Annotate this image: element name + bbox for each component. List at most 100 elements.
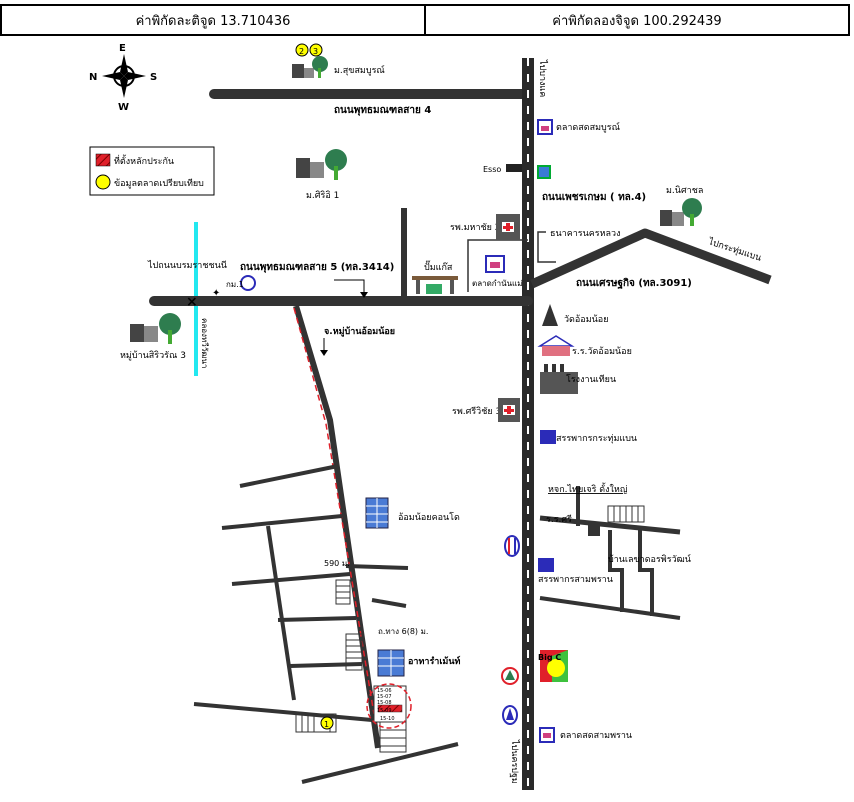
side-road	[301, 742, 459, 784]
side-road	[371, 598, 407, 608]
revenue-office-icon	[540, 430, 556, 444]
market-icon	[485, 255, 505, 273]
legend-collateral-label: ที่ตั้งหลักประกัน	[114, 154, 174, 167]
place-college: หจก.ไทยเจริ ดั้งใหญ่	[548, 482, 628, 495]
hospital-icon	[496, 214, 520, 240]
side-road	[539, 515, 681, 535]
lot-number: 15-10	[380, 716, 395, 722]
phetkasem-shield-icon	[537, 165, 551, 179]
housing-icon	[296, 149, 347, 180]
bank-icon	[501, 667, 519, 685]
place-wat-om-noi: วัดอ้อมน้อย	[564, 314, 608, 325]
longitude-label: ค่าพิกัดลองจิจูด 100.292439	[424, 6, 848, 34]
road-to-borommaratchachonnani: ไปถนนบรมราชชนนี	[147, 260, 227, 271]
comparison-marker-label: 2	[299, 47, 304, 56]
side-road	[345, 564, 409, 570]
place-market-samphran: ตลาดสดสามพราน	[560, 731, 632, 741]
collateral-highlight-circle	[366, 683, 412, 729]
road-soi-mooban-label: จ.หมู่บ้านอ้อมน้อย	[324, 326, 395, 337]
road-setthakit-label: ถนนเศรษฐกิจ (ทล.3091)	[576, 277, 692, 289]
coordinate-bar: ค่าพิกัดละติจูด 13.710436 ค่าพิกัดลองจิจ…	[0, 4, 850, 36]
gas-station-icon	[506, 164, 522, 172]
side-road	[277, 616, 357, 622]
road-to-nakhon-pathom: ไปนครปฐม	[509, 739, 520, 784]
place-nisachol: ม.นิศาชล	[666, 185, 703, 196]
place-km1: กม.1	[226, 280, 244, 289]
hospital-icon	[498, 398, 520, 422]
legend: ที่ตั้งหลักประกัน ข้อมูลตลาดเปรียบเทียบ	[89, 146, 215, 196]
place-condo: อ้อมน้อยคอนโด	[398, 512, 460, 523]
road-soi-tha-kham-label: ถ.ทาง 6(8) ม.	[378, 627, 428, 636]
pointer-arrow	[334, 279, 365, 294]
place-apartment: อาทารำเม้นท์	[408, 655, 460, 667]
market-icon	[537, 119, 553, 135]
school-icon	[537, 335, 575, 356]
comparison-marker	[320, 716, 334, 730]
compass-north: N	[89, 72, 97, 83]
km-marker-icon: ✦	[212, 288, 220, 299]
road-setthakit	[530, 228, 772, 289]
side-road	[539, 596, 681, 620]
road-to-bang-khae: ไปบางแค	[537, 59, 548, 97]
place-bank-nakhonluang: ธนาคารนครหลวง	[550, 229, 621, 239]
comparison-marker	[309, 43, 323, 57]
revenue-office-icon	[538, 558, 554, 572]
lot-number: 15-06	[377, 688, 392, 694]
road-sign-icon	[502, 705, 518, 725]
factory-icon	[540, 364, 578, 394]
side-road	[608, 530, 624, 612]
lot-number: 15-08	[377, 700, 392, 706]
collateral-lots: 15-06 15-07 15-08 15-09 15-10	[366, 683, 412, 729]
side-road	[239, 464, 339, 488]
side-road	[221, 514, 343, 530]
road-canal-label: คลองทวีวัฒนา	[200, 318, 209, 368]
comparison-marker-label: 1	[324, 720, 329, 729]
lot-number: 15-09	[377, 708, 392, 714]
place-esso: Esso	[483, 165, 501, 174]
housing-icon	[130, 313, 181, 344]
mall-icon	[504, 535, 520, 557]
bank-pointer	[537, 231, 556, 263]
temple-icon	[542, 304, 558, 326]
compass-east: E	[119, 43, 126, 54]
place-revenue-krathum: สรรพากรกระทุ่มแบน	[556, 434, 637, 444]
pointer-arrowhead	[360, 292, 368, 298]
lot-number: 15-07	[377, 694, 392, 700]
place-factory: โรงงานเทียน	[566, 374, 616, 385]
side-road	[193, 702, 373, 722]
place-revenue-samphran: สรรพากรสามพราน	[538, 575, 613, 585]
place-hospital-mahachai2: รพ.มหาชัย 2	[450, 223, 501, 233]
legend-collateral-swatch	[95, 153, 111, 167]
route-to-property	[293, 307, 375, 715]
condo-icon	[365, 497, 389, 529]
compass-rose: E W N S	[89, 43, 157, 113]
comparison-marker-label: 3	[313, 47, 318, 56]
housing-icon	[292, 56, 328, 78]
road-sign-icon	[240, 275, 256, 291]
place-market-kamnan: ตลาดกำนันแม่	[472, 279, 523, 288]
legend-comparison-swatch	[95, 174, 111, 190]
side-road	[231, 572, 351, 586]
compass-west: W	[118, 102, 129, 113]
road-phutthamonthon-5-label: ถนนพุทธมณฑลสาย 5 (ทล.3414)	[240, 262, 394, 273]
place-rest-label: ร.ร.ศรี	[546, 514, 572, 525]
house-row	[295, 505, 645, 753]
gas-station-icon	[412, 276, 458, 294]
apartment-icon	[377, 649, 405, 677]
place-market-suchonburi: ตลาดสดสมบูรณ์	[556, 121, 620, 133]
place-gas-station: ปั๊มแก๊ส	[424, 260, 453, 273]
building-icon	[588, 524, 600, 536]
place-suchonburi: ม.สุขสมบูรณ์	[334, 64, 385, 76]
distance-label: 590 ม.	[324, 559, 350, 568]
bridge-icon: ⨯	[186, 294, 198, 310]
market-icon	[539, 727, 555, 743]
road-phetkasem-label: ถนนเพชรเกษม ( ทล.4)	[542, 192, 646, 203]
bigc-logo-text: Big C	[538, 653, 561, 662]
latitude-label: ค่าพิกัดละติจูด 13.710436	[135, 13, 291, 29]
comparison-marker	[295, 43, 309, 57]
place-mooban-siriwan3: หมู่บ้านสิริวรัณ 3	[120, 350, 186, 361]
bigc-logo: Big C	[538, 650, 568, 682]
legend-comparison-label: ข้อมูลตลาดเปรียบเทียบ	[114, 178, 204, 189]
place-siri1: ม.ศิริอิ 1	[306, 190, 339, 201]
